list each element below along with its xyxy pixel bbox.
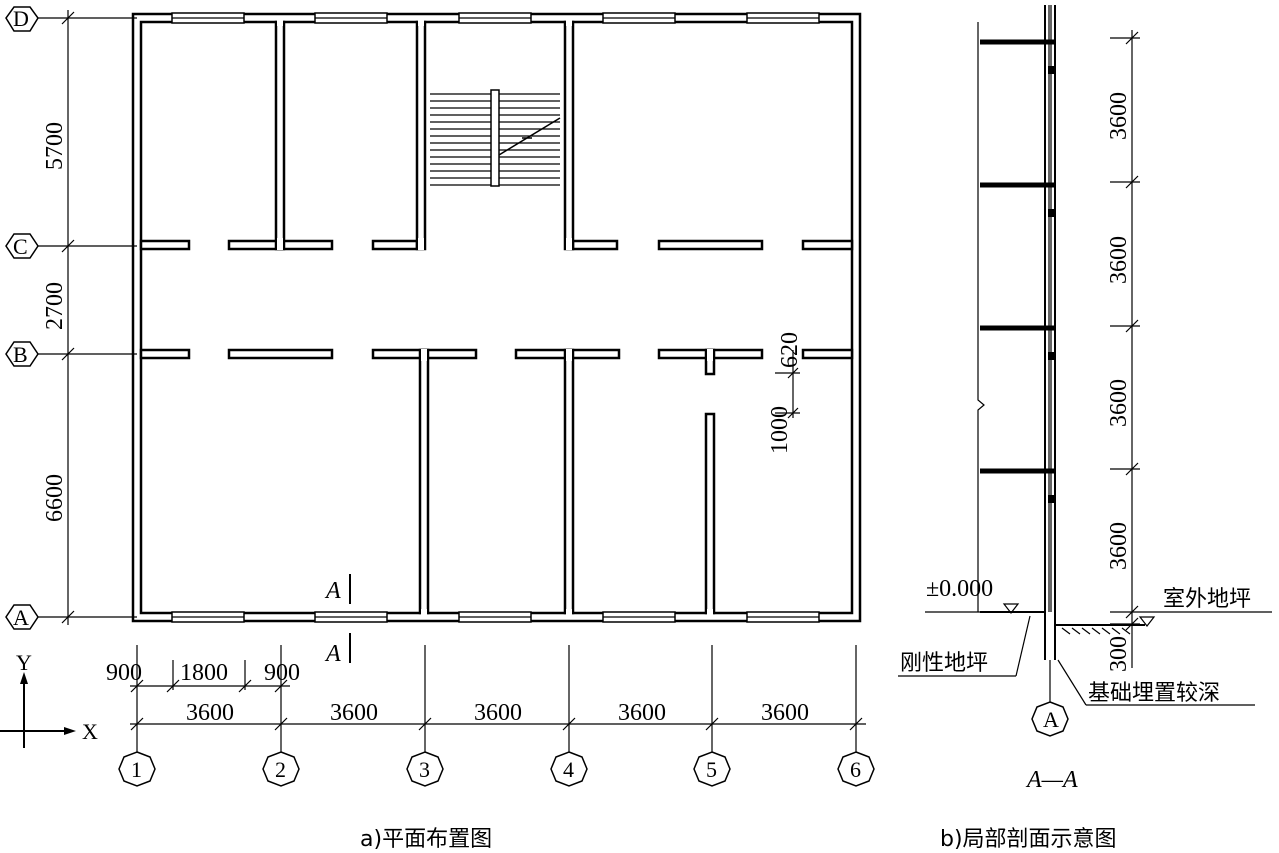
ground-lines (925, 603, 1272, 635)
dim-col-4-5: 3600 (618, 700, 666, 726)
section-caption: b)局部剖面示意图 (940, 827, 1117, 852)
door-dims (775, 350, 800, 419)
section-axis-bubble (1031, 701, 1069, 737)
outdoor-ground-label: 室外地坪 (1163, 587, 1251, 612)
row-axis-bubbles: D C B A (5, 6, 39, 630)
dim-height-2: 3600 (1106, 236, 1132, 284)
axis-label-c: C (13, 234, 28, 259)
axis-label-d: D (13, 6, 29, 31)
dim-900-right: 900 (264, 660, 300, 686)
elevation-label: ±0.000 (926, 576, 993, 602)
dim-5700: 5700 (42, 122, 68, 170)
section-axis-label: A (1043, 707, 1059, 732)
section-name: A—A (1025, 767, 1078, 793)
dim-height-1: 3600 (1106, 92, 1132, 140)
section-break-line (977, 22, 985, 612)
dim-col-1-2: 3600 (186, 700, 234, 726)
floor-slabs (980, 39, 1056, 474)
axis-label-1: 1 (131, 757, 142, 782)
top-windows (171, 12, 820, 24)
staircase (430, 89, 561, 187)
dim-col-2-3: 3600 (330, 700, 378, 726)
axis-x-label: X (82, 719, 98, 744)
dim-620: 620 (777, 332, 803, 368)
axis-label-5: 5 (706, 757, 717, 782)
dim-1800: 1800 (180, 660, 228, 686)
xy-axes-indicator: Y X (0, 650, 98, 748)
dim-height-4: 3600 (1106, 522, 1132, 570)
section-mark-label-bottom: A (324, 641, 341, 667)
dim-height-3: 3600 (1106, 379, 1132, 427)
dim-col-5-6: 3600 (761, 700, 809, 726)
dim-300: 300 (1106, 636, 1132, 672)
floor-plan: A A D C B A 5700 2700 6600 (0, 6, 875, 852)
dim-6600: 6600 (42, 474, 68, 522)
rigid-ground-label: 刚性地坪 (900, 651, 988, 676)
section-mark-label-top: A (324, 578, 341, 604)
deep-foundation-label: 基础埋置较深 (1088, 681, 1220, 706)
lintels (1048, 66, 1054, 503)
plan-caption: a)平面布置图 (360, 827, 492, 852)
axis-label-4: 4 (563, 757, 574, 782)
axis-label-3: 3 (419, 757, 430, 782)
col-axis-bubbles: 1 2 3 4 5 6 (118, 751, 875, 787)
axis-label-2: 2 (275, 757, 286, 782)
axis-label-6: 6 (850, 757, 861, 782)
row-axis-lines (36, 10, 137, 625)
dim-col-3-4: 3600 (474, 700, 522, 726)
bottom-windows (171, 611, 820, 623)
axis-label-a: A (13, 605, 29, 630)
partial-section: 3600 3600 3600 3600 300 ±0.000 室外地坪 刚性地坪… (898, 5, 1272, 852)
col-axis-lines (130, 645, 866, 752)
axis-y-label: Y (16, 650, 32, 675)
leader-lines (898, 615, 1255, 706)
dim-1000: 1000 (767, 406, 793, 454)
dim-900-left: 900 (106, 660, 142, 686)
section-dim-line (1110, 30, 1140, 668)
dim-2700: 2700 (42, 282, 68, 330)
section-mark-a: A A (324, 574, 351, 667)
axis-label-b: B (13, 342, 28, 367)
